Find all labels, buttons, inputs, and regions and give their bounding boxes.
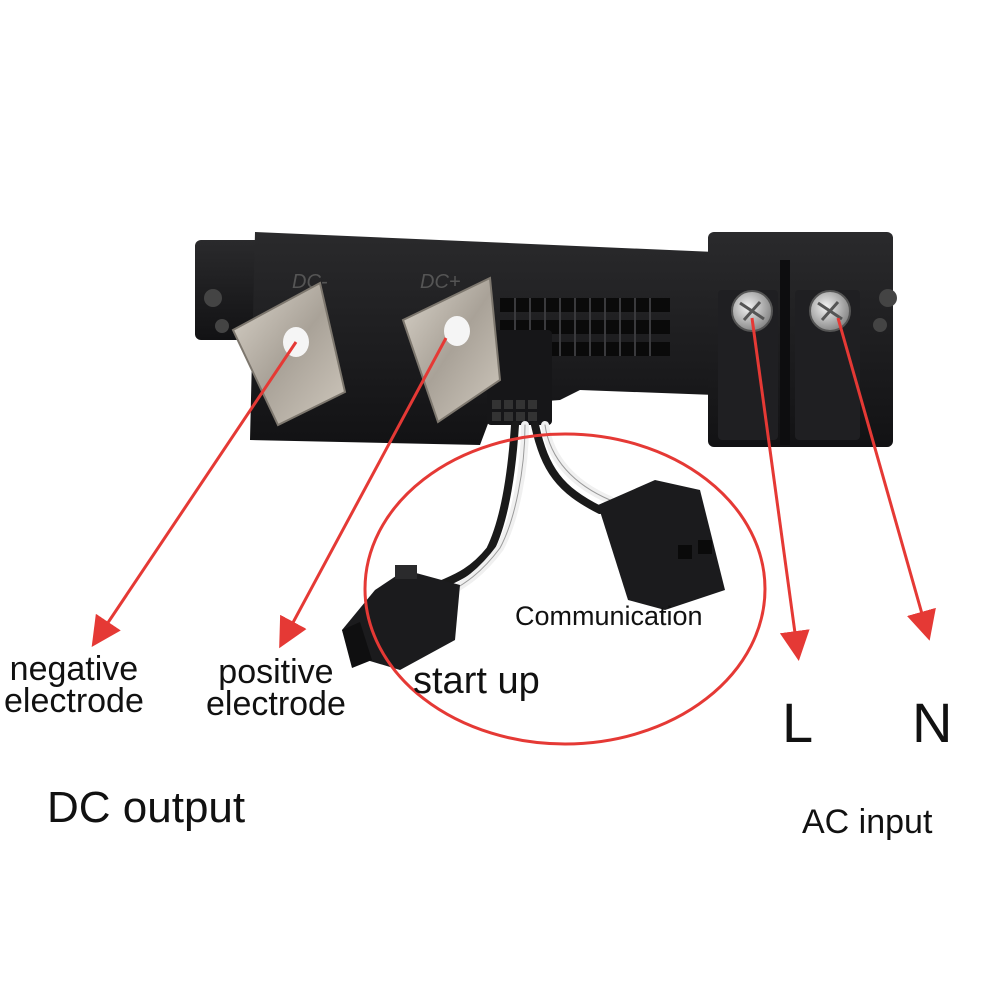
label-L: L <box>782 691 814 754</box>
communication-plug <box>598 480 725 610</box>
label-communication: Communication <box>515 601 703 631</box>
label-negative-electrode: negative electrode <box>4 650 144 721</box>
arrow-negative <box>91 341 298 647</box>
label-positive-line2: electrode <box>206 685 346 724</box>
arrows <box>91 317 936 661</box>
label-positive-line1: positive <box>218 653 334 691</box>
mount-hole-right-2 <box>873 318 887 332</box>
highlight-circle <box>363 432 767 746</box>
label-dc-output: DC output <box>47 783 246 832</box>
mount-hole-right <box>879 289 897 307</box>
dc-positive-tab-hole <box>444 316 470 346</box>
ac-terminal-block <box>708 232 897 447</box>
mount-hole-left <box>204 289 222 307</box>
dc-positive-tab <box>401 276 502 424</box>
signal-socket-pins <box>492 400 537 421</box>
label-start-up: start up <box>413 660 540 702</box>
plate-marking-dc-plus: DC+ <box>420 271 461 293</box>
arrow-L <box>750 317 810 661</box>
label-N: N <box>912 691 953 754</box>
label-positive-electrode: positive electrode <box>206 653 346 724</box>
label-ac-input: AC input <box>802 803 933 841</box>
label-negative-line1: negative <box>9 650 139 688</box>
arrow-positive <box>279 337 448 649</box>
label-negative-line2: electrode <box>4 682 144 721</box>
left-mount-ear <box>195 240 265 340</box>
signal-wires <box>436 421 614 596</box>
start-up-plug <box>342 565 460 670</box>
arrow-N <box>836 317 936 641</box>
mount-hole-left-2 <box>215 319 229 333</box>
